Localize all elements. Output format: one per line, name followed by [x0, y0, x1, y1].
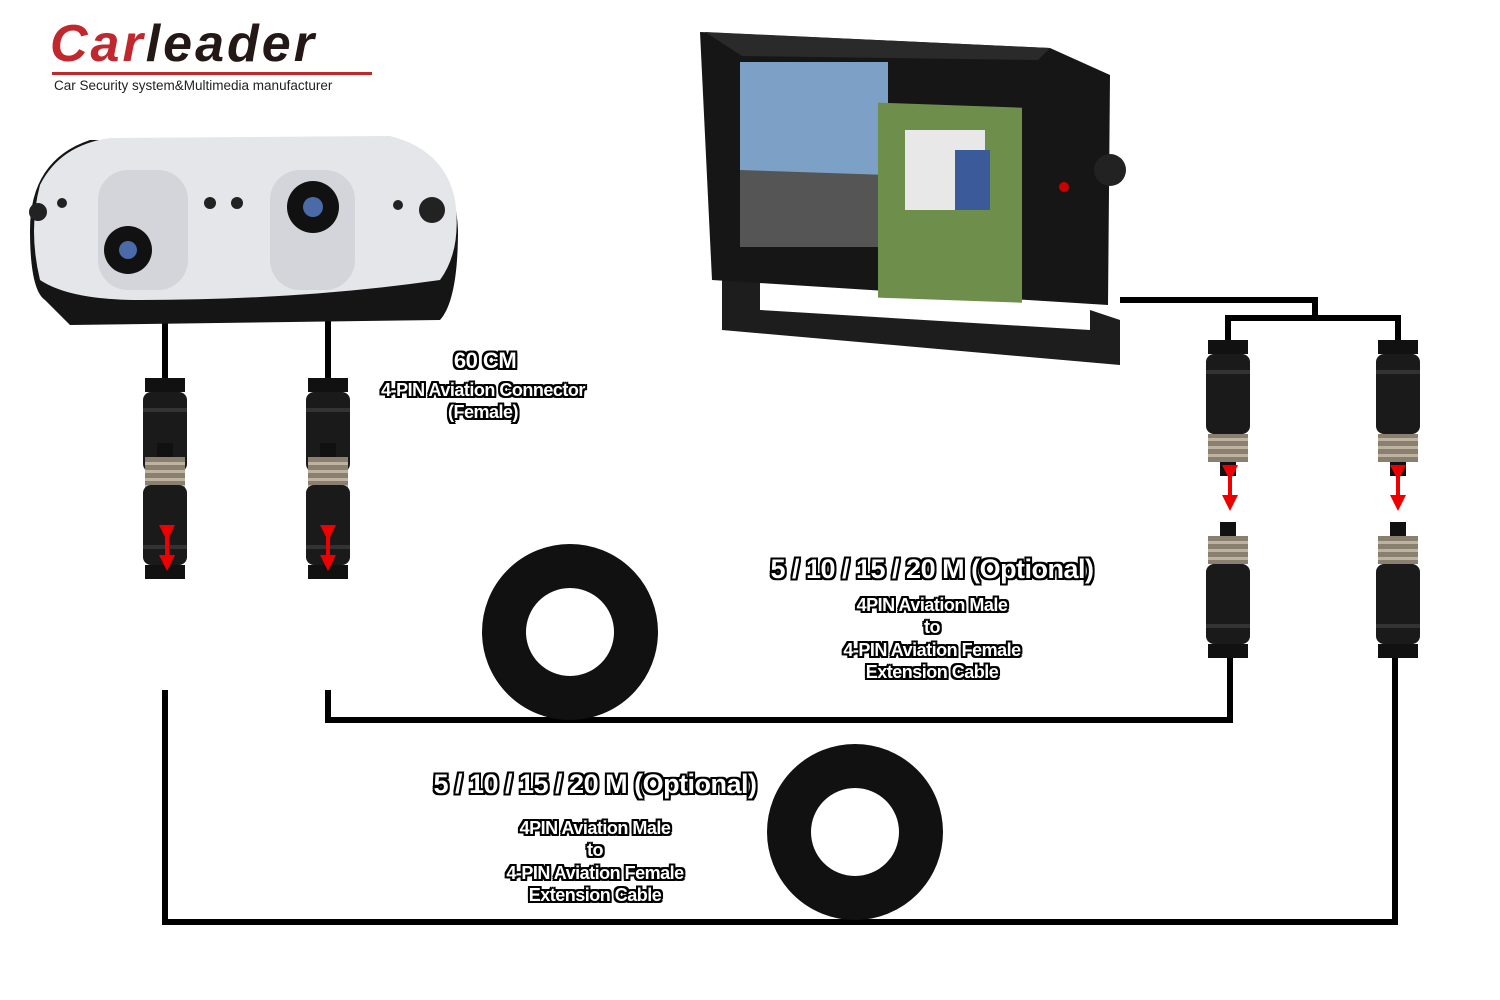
power-button-icon — [1059, 182, 1069, 192]
logo-text-car: Car — [50, 15, 146, 73]
connector-female — [1376, 340, 1420, 476]
cable-1-desc: Extension Cable — [865, 662, 999, 682]
cable-monitor — [1120, 297, 1401, 345]
logo-text-leader: leader — [145, 15, 317, 73]
knob — [1094, 154, 1126, 186]
cable-1-length: 5 / 10 / 15 / 20 M (Optional) — [770, 554, 1094, 584]
cables — [162, 297, 1401, 925]
coil-icon — [767, 744, 943, 920]
cable-2-desc: 4PIN Aviation Male — [519, 818, 671, 838]
camera-connector-gender: (Female) — [447, 402, 519, 422]
monitor — [700, 32, 1126, 365]
cable-2-desc: to — [587, 840, 604, 860]
cable-1-desc: 4-PIN Aviation Female — [843, 640, 1021, 660]
camera-cable-length: 60 CM — [453, 348, 517, 373]
connector-male — [1376, 522, 1420, 658]
coil-icon — [482, 544, 658, 720]
brand-tagline: Car Security system&Multimedia manufactu… — [54, 78, 333, 93]
monitor-bracket — [722, 280, 1120, 365]
cable-2-length: 5 / 10 / 15 / 20 M (Optional) — [433, 769, 757, 799]
connector-female — [1206, 340, 1250, 476]
cable-left-camera — [162, 320, 1398, 925]
cable-2-desc: Extension Cable — [528, 885, 662, 905]
brand-logo: Carleader — [50, 18, 317, 70]
cable-2-desc: 4-PIN Aviation Female — [506, 863, 684, 883]
cable-1-desc: 4PIN Aviation Male — [856, 595, 1008, 615]
logo-underline — [52, 72, 372, 75]
cable-1-desc: to — [924, 617, 941, 637]
camera-connector-type: 4-PIN Aviation Connector — [381, 380, 585, 400]
cable-coils — [482, 544, 943, 920]
cable-right-camera — [325, 320, 1233, 723]
connect-arrows — [159, 465, 1406, 571]
connector-male — [1206, 522, 1250, 658]
dual-lens-camera — [29, 136, 458, 325]
